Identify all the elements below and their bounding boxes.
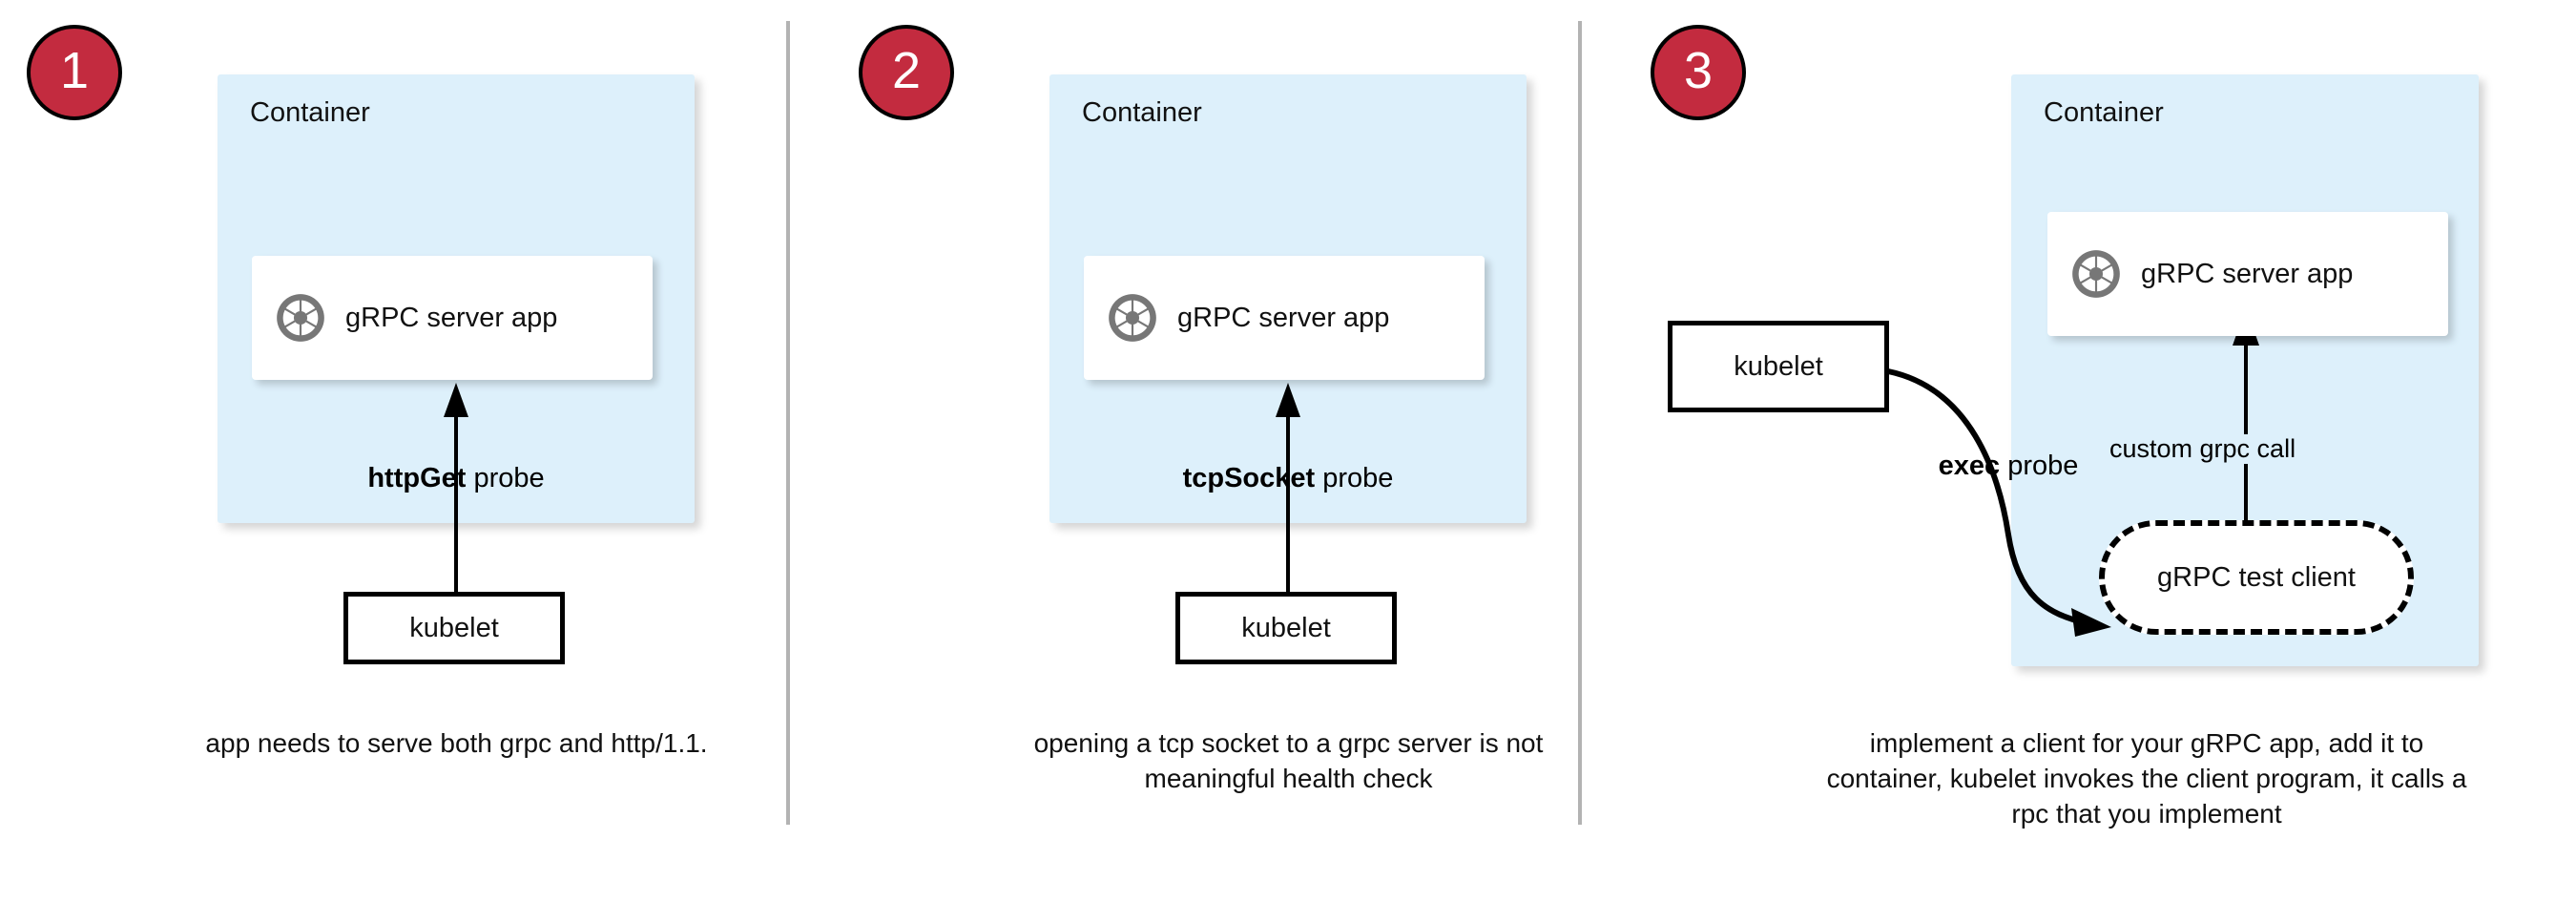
- probe-label-tcpsocket-suffix: probe: [1315, 463, 1394, 493]
- caption-1: app needs to serve both grpc and http/1.…: [205, 728, 708, 758]
- probe-label-httpget-suffix: probe: [466, 463, 545, 493]
- panel-divider-2: [1578, 21, 1582, 825]
- kubelet-box-1: kubelet: [343, 592, 565, 664]
- probe-label-exec-kind: exec: [1938, 451, 2001, 481]
- grpc-aperture-icon: [2072, 250, 2120, 298]
- app-card-1: gRPC server app: [252, 256, 653, 380]
- step-badge-2: 2: [859, 25, 954, 120]
- probe-label-tcpsocket-kind: tcpSocket: [1182, 463, 1316, 493]
- arrow-custom-grpc-call: [2233, 307, 2259, 552]
- app-card-2-label: gRPC server app: [1177, 302, 1390, 333]
- step-badge-3-number: 3: [1683, 42, 1714, 99]
- container-label-1: Container: [250, 97, 370, 128]
- kubelet-box-2: kubelet: [1175, 592, 1397, 664]
- app-card-3-label: gRPC server app: [2141, 258, 2354, 289]
- kubelet-box-3: kubelet: [1668, 321, 1889, 412]
- container-label-3: Container: [2044, 97, 2164, 128]
- panel-divider-1: [786, 21, 790, 825]
- probe-label-httpget-kind: httpGet: [367, 463, 467, 493]
- caption-2: opening a tcp socket to a grpc server is…: [1033, 728, 1544, 794]
- kubelet-box-3-label: kubelet: [1734, 350, 1823, 382]
- app-card-2: gRPC server app: [1084, 256, 1485, 380]
- kubelet-box-1-label: kubelet: [409, 612, 499, 643]
- probe-label-exec: exec probe: [1856, 451, 2161, 482]
- probe-label-exec-suffix: probe: [2000, 451, 2079, 481]
- probe-label-tcpsocket: tcpSocket probe: [1097, 463, 1479, 494]
- step-badge-2-number: 2: [891, 42, 922, 99]
- grpc-test-client-box: gRPC test client: [2099, 520, 2414, 635]
- app-card-3: gRPC server app: [2047, 212, 2448, 336]
- step-badge-1-number: 1: [59, 42, 90, 99]
- arrow-exec-probe: [1885, 368, 2111, 637]
- container-label-2: Container: [1082, 97, 1202, 128]
- app-card-1-label: gRPC server app: [345, 302, 558, 333]
- grpc-aperture-icon: [1109, 294, 1156, 342]
- custom-grpc-call-label: custom grpc call: [2104, 434, 2302, 464]
- grpc-test-client-label: gRPC test client: [2157, 561, 2356, 593]
- caption-3: implement a client for your gRPC app, ad…: [1826, 728, 2467, 829]
- probe-label-httpget: httpGet probe: [265, 463, 647, 494]
- step-badge-1: 1: [27, 25, 122, 120]
- step-badge-3: 3: [1651, 25, 1746, 120]
- kubelet-box-2-label: kubelet: [1241, 612, 1331, 643]
- grpc-aperture-icon: [277, 294, 324, 342]
